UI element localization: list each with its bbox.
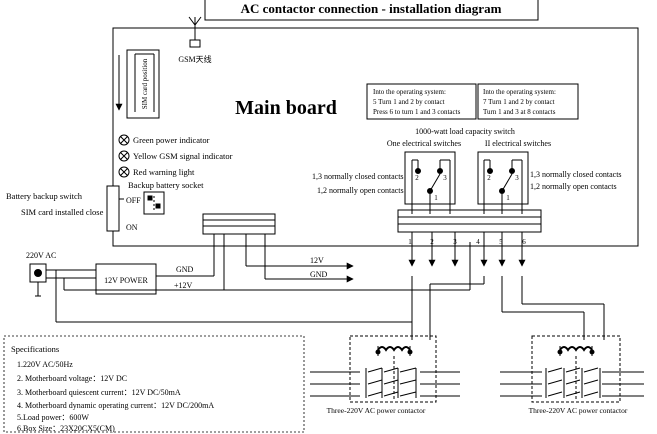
load-switch-label: 1000-watt load capacity switch xyxy=(415,127,515,136)
terminal-strips xyxy=(202,209,542,235)
switch-1-label: One electrical switches xyxy=(387,139,461,148)
ac-plug-icon xyxy=(29,263,47,297)
no-label-left: 1,2 normally open contacts xyxy=(317,186,404,195)
main-board-label: Main board xyxy=(235,97,337,119)
battery-switch-label: Battery backup switch xyxy=(6,191,83,201)
sw1-contact-2: 2 xyxy=(415,174,419,182)
terminal-6: 6 xyxy=(522,238,526,246)
plus12-in-label: +12V xyxy=(174,281,193,290)
power-wires xyxy=(46,234,605,340)
spec-5: 5.Load power：600W xyxy=(17,413,89,422)
battery-socket-icon xyxy=(143,191,165,215)
power-box xyxy=(95,263,157,295)
spec-3: 3. Motherboard quiescent current：12V DC/… xyxy=(17,388,181,397)
out-12v-label: 12V xyxy=(310,256,324,265)
contactor-1 xyxy=(310,335,460,403)
battery-switch-icon xyxy=(106,185,124,232)
op-note-box-2 xyxy=(477,83,579,120)
op-note-1-line-3: Press 6 to turn 1 and 3 contacts xyxy=(373,108,461,116)
op-note-box-1 xyxy=(366,83,477,120)
sw2-contact-3: 3 xyxy=(515,174,519,182)
gsm-antenna-icon xyxy=(188,16,202,48)
contactor-2-label: Three-220V AC power contactor xyxy=(529,406,628,415)
nc-label-right: 1,3 normally closed contacts xyxy=(530,170,622,179)
op-note-2-line-3: Turn 1 and 3 at 8 contacts xyxy=(483,108,556,116)
power-box-label: 12V POWER xyxy=(104,276,148,285)
sw2-contact-2: 2 xyxy=(487,174,491,182)
relay-switch-2 xyxy=(477,151,529,214)
sim-position-label: SIM card position xyxy=(141,58,149,109)
no-label-right: 1,2 normally open contacts xyxy=(530,182,617,191)
terminal-output-wires xyxy=(408,232,526,267)
op-note-2-line-2: 7 Turn 1 and 2 by contact xyxy=(483,98,555,106)
sw2-contact-1: 1 xyxy=(506,194,510,202)
nc-label-left: 1,3 normally closed contacts xyxy=(312,172,404,181)
gnd-in-label: GND xyxy=(176,265,194,274)
switch-2-label: II electrical switches xyxy=(485,139,551,148)
indicator-yellow-label: Yellow GSM signal indicator xyxy=(133,151,233,161)
spec-2: 2. Motherboard voltage：12V DC xyxy=(17,374,127,383)
ac-input-label: 220V AC xyxy=(26,251,56,260)
terminal-1: 1 xyxy=(408,238,412,246)
terminal-4: 4 xyxy=(476,238,480,246)
title-box: AC contactor connection - installation d… xyxy=(204,0,539,21)
contactor-1-label: Three-220V AC power contactor xyxy=(327,406,426,415)
antenna-label: GSM天线 xyxy=(178,54,211,64)
relay-switch-1 xyxy=(404,151,456,214)
indicator-green-label: Green power indicator xyxy=(133,135,210,145)
off-label: OFF xyxy=(126,196,141,205)
indicator-icons xyxy=(118,134,130,178)
spec-1: 1.220V AC/50Hz xyxy=(17,360,73,369)
contactor-2 xyxy=(500,335,644,403)
op-note-2-line-1: Into the operating system: xyxy=(483,88,556,96)
spec-6: 6.Box Size：23X20CX5(CM) xyxy=(17,424,115,433)
backup-socket-label: Backup battery socket xyxy=(128,180,204,190)
spec-box xyxy=(3,335,305,433)
spec-4: 4. Motherboard dynamic operating current… xyxy=(17,401,214,410)
sw1-contact-3: 3 xyxy=(443,174,447,182)
op-note-1-line-1: Into the operating system: xyxy=(373,88,446,96)
diagram-title: AC contactor connection - installation d… xyxy=(241,1,502,16)
terminal-5: 5 xyxy=(499,238,503,246)
out-gnd-label: GND xyxy=(310,270,328,279)
sw1-contact-1: 1 xyxy=(434,194,438,202)
on-label: ON xyxy=(126,223,138,232)
main-board-outline xyxy=(112,27,639,247)
spec-title: Specifications xyxy=(11,344,59,354)
op-note-1-line-2: 5 Turn 1 and 2 by contact xyxy=(373,98,445,106)
indicator-red-label: Red warning light xyxy=(133,167,195,177)
sim-installed-label: SIM card installed close xyxy=(21,207,104,217)
sim-card-slot xyxy=(115,49,160,119)
